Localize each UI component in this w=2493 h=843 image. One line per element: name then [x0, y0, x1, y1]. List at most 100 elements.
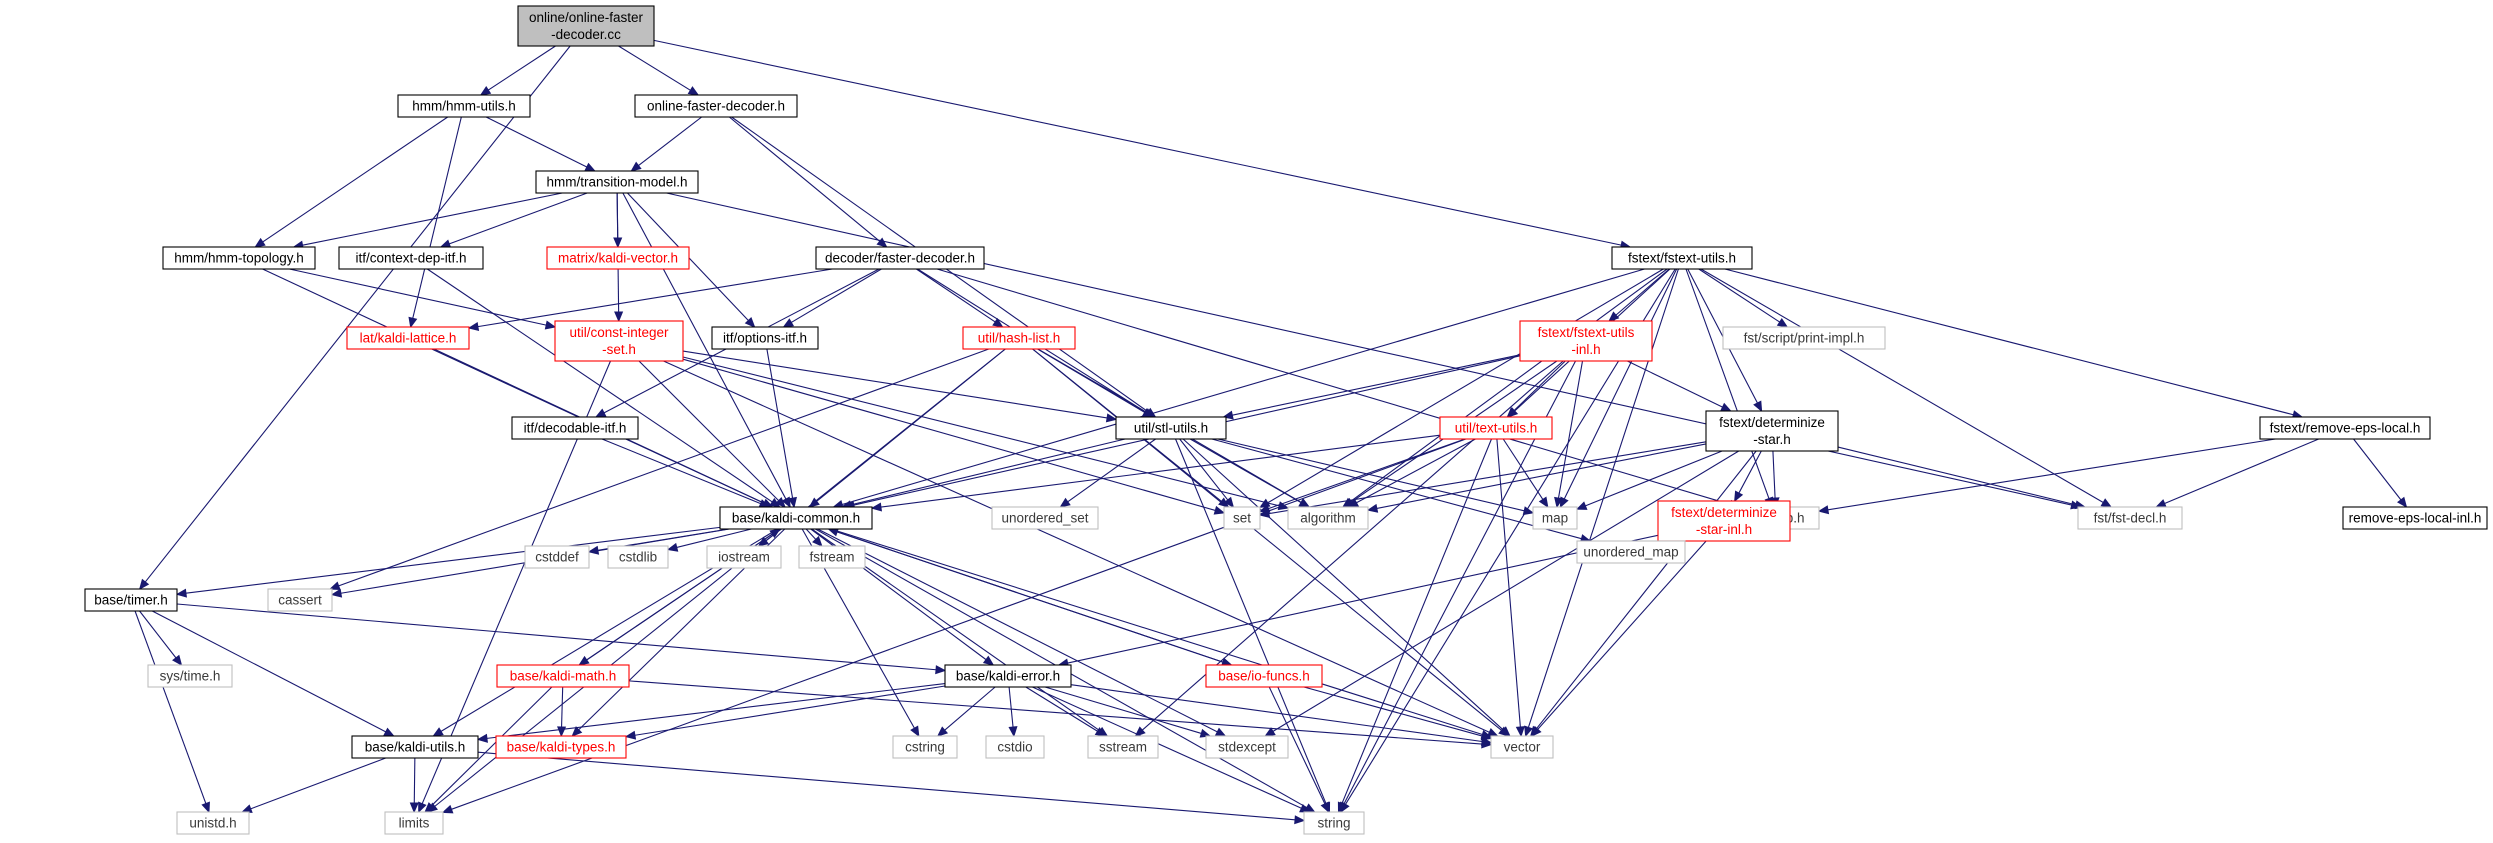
edge-arrowhead [1008, 726, 1018, 738]
node-box [706, 545, 782, 569]
node-cstdio: cstdio [985, 735, 1045, 759]
node-fstext-fstext-utils-inl-h[interactable]: fstext/fstext-utils-inl.h [1519, 320, 1653, 362]
node-box [1657, 500, 1791, 542]
edge-line [449, 192, 588, 245]
node-matrix-kaldi-vector-h[interactable]: matrix/kaldi-vector.h [546, 246, 690, 270]
edge-line [1070, 684, 1483, 743]
edge-arrowhead [408, 316, 418, 329]
node-itf-context-dep-itf-h[interactable]: itf/context-dep-itf.h [338, 246, 484, 270]
edge-base-kaldi-common-h-to-fstream [805, 528, 823, 547]
edge-line [1563, 268, 1678, 500]
edge-line [1217, 438, 1525, 512]
node-base-kaldi-utils-h[interactable]: base/kaldi-utils.h [351, 735, 479, 759]
node-util-const-integer-set-h[interactable]: util/const-integer -set.h [554, 320, 684, 362]
node-label: hmm/transition-model.h [546, 175, 687, 190]
edge-arrowhead [1554, 496, 1564, 509]
edge-fstext-determinize-star-inl-h-to-vector [1530, 540, 1707, 737]
edge-util-stl-utils-h-to-unordered-set [1059, 438, 1156, 508]
node-box [1611, 246, 1753, 270]
edge-arrowhead [870, 502, 883, 512]
edge-fstext-determinize-star-h-to-vector [1529, 450, 1757, 738]
edge-arrowhead [1264, 727, 1276, 737]
node-itf-decodable-itf-h[interactable]: itf/decodable-itf.h [511, 416, 639, 440]
node-hmm-topology-h[interactable]: hmm/hmm-topology.h [162, 246, 316, 270]
node-util-hash-list-h[interactable]: util/hash-list.h [962, 326, 1076, 350]
edge-line [682, 358, 1216, 511]
node-util-text-utils-h[interactable]: util/text-utils.h [1439, 416, 1553, 440]
node-fstext-fstext-utils-h[interactable]: fstext/fstext-utils.h [1611, 246, 1753, 270]
edge-fstext-fstext-utils-h-to-fst-fstlib-h [1685, 268, 1774, 509]
node-label: -set.h [602, 342, 636, 357]
edge-line [289, 268, 547, 326]
node-base-kaldi-types-h[interactable]: base/kaldi-types.h [495, 735, 627, 759]
edge-online-faster-decoder-cc-to-online-faster-decoder-h [618, 45, 700, 96]
edge-arrowhead [1258, 509, 1271, 519]
edge-line [653, 39, 1622, 246]
node-decoder-faster-decoder-h[interactable]: decoder/faster-decoder.h [815, 246, 985, 270]
node-fstext-determinize-star-h[interactable]: fstext/determinize-star.h [1705, 410, 1839, 452]
node-fst-fst-decl-h: fst/fst-decl.h [2077, 506, 2183, 530]
node-label: base/kaldi-utils.h [365, 740, 466, 755]
node-base-kaldi-math-h[interactable]: base/kaldi-math.h [496, 664, 630, 688]
edge-base-kaldi-common-h-to-base-timer-h [175, 526, 721, 598]
node-online-faster-decoder-h[interactable]: online-faster-decoder.h [634, 94, 798, 118]
edge-fstext-fstext-utils-inl-h-to-util-text-utils-h [1506, 360, 1566, 418]
edge-line [1502, 438, 1544, 500]
edge-arrowhead [584, 162, 597, 172]
node-box [1115, 416, 1227, 440]
edge-util-const-integer-set-h-to-set [682, 358, 1226, 515]
node-cassert: cassert [267, 588, 333, 612]
edge-decoder-faster-decoder-h-to-lat-kaldi-lattice-h [467, 268, 833, 332]
edge-arrowhead [687, 86, 700, 96]
node-base-timer-h[interactable]: base/timer.h [84, 588, 178, 612]
node-label: -decoder.cc [551, 27, 621, 42]
edge-arrowhead [781, 496, 791, 509]
node-base-kaldi-common-h[interactable]: base/kaldi-common.h [719, 506, 873, 530]
edge-decoder-faster-decoder-h-to-util-hash-list-h [916, 268, 1004, 328]
edge-base-kaldi-common-h-to-vector [830, 528, 1493, 739]
node-stdexcept: stdexcept [1205, 735, 1289, 759]
edge-base-io-funcs-h-to-base-kaldi-common-h [827, 527, 1232, 666]
node-label: util/text-utils.h [1455, 421, 1538, 436]
edge-hmm-transition-model-h-to-hmm-topology-h [292, 192, 563, 250]
edge-arrowhead [479, 85, 492, 96]
node-label: sstream [1099, 740, 1147, 755]
edge-base-kaldi-error-h-to-cstring [936, 686, 996, 737]
node-base-kaldi-error-h[interactable]: base/kaldi-error.h [944, 664, 1072, 688]
edge-arrowhead [254, 237, 266, 248]
node-limits: limits [384, 811, 444, 835]
node-label: stdexcept [1218, 740, 1276, 755]
node-hmm-utils-h[interactable]: hmm/hmm-utils.h [397, 94, 531, 118]
edge-line [682, 350, 1108, 419]
node-label: fstext/fstext-utils.h [1628, 251, 1736, 266]
edge-line [1268, 686, 1326, 805]
node-label: util/const-integer [569, 325, 669, 340]
node-label: algorithm [1300, 511, 1356, 526]
edge-fstext-fstext-utils-inl-h-to-fstext-determinize-star-h [1627, 360, 1732, 412]
edge-line [850, 438, 1126, 506]
edge-arrowhead [439, 239, 452, 248]
node-box [1519, 320, 1653, 362]
node-label: base/kaldi-types.h [507, 740, 616, 755]
edge-arrowhead [201, 801, 210, 814]
edge-arrowhead [992, 317, 1004, 328]
node-box [944, 664, 1072, 688]
node-fstext-determinize-star-inl-h[interactable]: fstext/determinize-star-inl.h [1657, 500, 1791, 542]
edge-util-text-utils-h-to-base-kaldi-common-h [870, 434, 1441, 512]
node-fstext-remove-eps-local-h[interactable]: fstext/remove-eps-local.h [2259, 416, 2431, 440]
node-hmm-transition-model-h[interactable]: hmm/transition-model.h [535, 170, 699, 194]
node-lat-kaldi-lattice-h[interactable]: lat/kaldi-lattice.h [346, 326, 470, 350]
node-remove-eps-local-inl-h[interactable]: remove-eps-local-inl.h [2342, 506, 2488, 530]
node-util-stl-utils-h[interactable]: util/stl-utils.h [1115, 416, 1227, 440]
node-base-io-funcs-h[interactable]: base/io-funcs.h [1205, 664, 1323, 688]
edge-decoder-faster-decoder-h-to-itf-options-itf-h [782, 268, 882, 328]
node-label: base/kaldi-math.h [510, 669, 617, 684]
node-itf-options-itf-h[interactable]: itf/options-itf.h [711, 326, 819, 350]
edge-line [1008, 686, 1014, 728]
node-label: cstring [905, 740, 945, 755]
node-box [1490, 735, 1554, 759]
edge-arrowhead [982, 655, 995, 666]
edge-hmm-transition-model-h-to-itf-context-dep-itf-h [439, 192, 588, 248]
edge-base-kaldi-utils-h-to-string [477, 751, 1306, 825]
node-label: decoder/faster-decoder.h [825, 251, 975, 266]
